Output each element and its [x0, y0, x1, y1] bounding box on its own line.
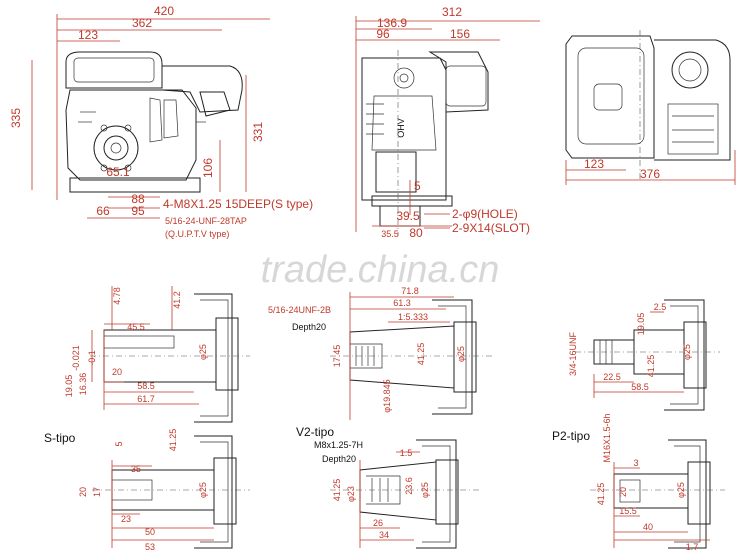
dim-s-5: 5 [114, 441, 124, 446]
dim-p2-40: 40 [643, 522, 653, 532]
dim-420: 420 [154, 4, 174, 18]
dim-80: 80 [409, 226, 423, 240]
dim-v2-phi23: φ23 [346, 486, 356, 502]
tol-0-1: -0.1 [87, 350, 97, 366]
watermark-text: trade.china.cn [261, 249, 500, 291]
dim-s-17: 17 [92, 487, 102, 497]
note-unf-tap: 5/16-24-UNF-28TAP [165, 216, 247, 226]
note-s-type-thread: 4-M8X1.25 15DEEP(S type) [163, 197, 313, 211]
top-view: 123 376 [565, 30, 736, 185]
dim-5: 5 [414, 179, 421, 193]
dim-p2-3: 3 [633, 458, 638, 468]
s-tipo-title: S-tipo [44, 431, 76, 445]
dim-s-50: 50 [145, 527, 155, 537]
dim-88: 88 [131, 192, 145, 206]
dim-71-8: 71.8 [401, 286, 419, 296]
dim-p2-15-5: 15.5 [619, 506, 637, 516]
dim-phi25-b: φ25 [456, 346, 466, 362]
dim-v2-23-6: 23.6 [404, 477, 414, 495]
shaft-detail-2: 71.8 61.3 1:5.333 5/16-24UNF-2B Depth20 … [268, 286, 495, 420]
dim-v2-phi25: φ25 [420, 482, 430, 498]
dim-376: 376 [640, 167, 660, 181]
dim-156: 156 [450, 27, 470, 41]
dim-phi25-c: φ25 [682, 344, 692, 360]
dim-s-35: 35 [131, 464, 141, 474]
dim-4-78: 4.78 [112, 287, 122, 305]
dim-22-5: 22.5 [603, 372, 621, 382]
label-depth20: Depth20 [292, 322, 326, 332]
label-v2-depth20: Depth20 [322, 454, 356, 464]
side-view: OHV 312 136.9 96 156 5 39.5 35.5 80 2-φ9… [355, 5, 540, 240]
dim-331: 331 [251, 122, 265, 142]
dim-p2-phi25: φ25 [676, 482, 686, 498]
p2-tipo-detail: P2-tipo M16X1.5-6h 3 41.25 20 φ25 15.5 4… [552, 413, 725, 552]
engine-ohv-label: OHV [396, 118, 406, 138]
dim-95: 95 [131, 204, 145, 218]
dim-20: 20 [112, 367, 122, 377]
dim-17-45: 17.45 [332, 345, 342, 368]
dim-362: 362 [132, 16, 152, 30]
dim-2-5: 2.5 [654, 302, 667, 312]
dim-p2-20: 20 [618, 487, 628, 497]
dim-16-36: 16.36 [78, 373, 88, 396]
front-view: 420 362 123 335 331 106 65.1 88 95 66 4-… [9, 4, 313, 239]
dim-19-05-b: 19.05 [636, 313, 646, 336]
shaft-detail-3: 2.5 19.05 φ25 41.25 22.5 58.5 3/4-16UNF [568, 299, 720, 411]
dim-39-5: 39.5 [396, 209, 420, 223]
dim-61-7: 61.7 [137, 394, 155, 404]
dim-p2-41-25: 41.25 [596, 483, 606, 506]
dim-phi25: φ25 [198, 344, 208, 360]
dim-41-2: 41.2 [172, 291, 182, 309]
p2-tipo-title: P2-tipo [552, 429, 590, 443]
dim-312: 312 [442, 5, 462, 19]
s-tipo-detail: S-tipo 5 35 41.25 20 17 φ25 23 50 53 [44, 429, 250, 552]
dim-35-5: 35.5 [381, 229, 399, 239]
note-qupt-type: (Q.U.P.T.V type) [165, 229, 229, 239]
v2-tipo-detail: V2-tipo M8x1.25-7H Depth20 1.5 41.25 φ23… [296, 425, 480, 549]
label-m8x1-25: M8x1.25-7H [314, 440, 363, 450]
dim-s-41-25: 41.25 [168, 429, 178, 452]
dim-top-123: 123 [584, 157, 604, 171]
note-hole: 2-φ9(HOLE) [452, 207, 518, 221]
dim-58-5: 58.5 [137, 381, 155, 391]
dim-66: 66 [96, 204, 110, 218]
shaft-detail-1: 4.78 41.2 45.5 20 58.5 61.7 φ25 19.05 16… [64, 286, 250, 423]
dim-s-phi25: φ25 [198, 482, 208, 498]
dim-45-5: 45.5 [127, 322, 145, 332]
dim-p2-1-7: 1.7 [686, 542, 699, 552]
dim-s-53: 53 [145, 542, 155, 552]
note-slot: 2-9X14(SLOT) [452, 221, 530, 235]
dim-61-3: 61.3 [393, 298, 411, 308]
label-m16x1-5: M16X1.5-6h [602, 413, 612, 462]
dim-s-23: 23 [121, 514, 131, 524]
dim-s-20: 20 [78, 487, 88, 497]
dim-v2-1-5: 1.5 [400, 448, 413, 458]
v2-tipo-title: V2-tipo [296, 425, 334, 439]
dim-41-25: 41.25 [416, 343, 426, 366]
dim-65-1: 65.1 [106, 165, 130, 179]
dim-v2-41-25: 41.25 [332, 479, 342, 502]
dim-v2-34: 34 [379, 530, 389, 540]
label-unf-2b: 5/16-24UNF-2B [268, 305, 331, 315]
dim-v2-26: 26 [373, 518, 383, 528]
dim-335: 335 [9, 108, 23, 128]
dim-123: 123 [78, 28, 98, 42]
dim-58-5-b: 58.5 [631, 382, 649, 392]
dim-96: 96 [376, 27, 390, 41]
tol-0-021: -0.021 [71, 345, 81, 371]
dim-41-25-b: 41.25 [646, 355, 656, 378]
dim-19-845: φ19.845 [382, 379, 392, 412]
label-3-4-16unf: 3/4-16UNF [568, 331, 578, 376]
dim-taper: 1:5.333 [398, 312, 428, 322]
dim-19-05: 19.05 [64, 375, 74, 398]
dim-106: 106 [201, 158, 215, 178]
dim-136-9: 136.9 [377, 16, 407, 30]
